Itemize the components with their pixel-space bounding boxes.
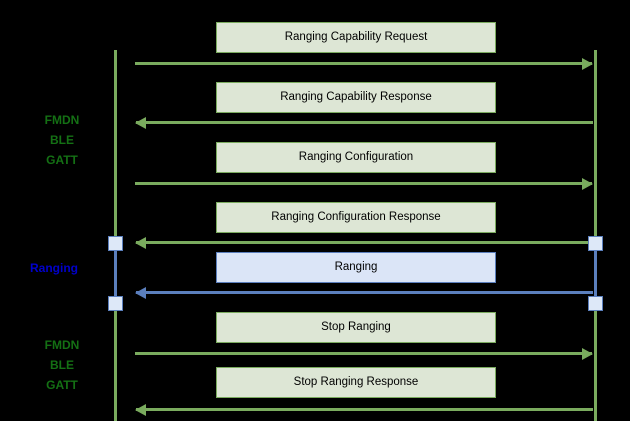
arrow-head-left-icon [135, 286, 146, 299]
phase-label-line: BLE [50, 133, 74, 147]
phase-label-line: GATT [46, 153, 78, 167]
phase-label-line: FMDN [44, 113, 80, 127]
message-arrow-stop-ranging [135, 347, 593, 360]
message-arrow-stop-ranging-response [135, 403, 593, 416]
arrow-head-right-icon [582, 177, 593, 190]
message-box-ranging-capability-response[interactable]: Ranging Capability Response [216, 82, 496, 113]
phase-label-ranging: Ranging [30, 258, 78, 278]
arrow-head-right-icon [582, 347, 593, 360]
phase-label-fmdn-ble-gatt-top: FMDN BLE GATT [27, 110, 97, 170]
message-box-ranging-capability-request[interactable]: Ranging Capability Request [216, 22, 496, 53]
message-box-stop-ranging[interactable]: Stop Ranging [216, 312, 496, 343]
phase-label-line: BLE [50, 358, 74, 372]
left-activation-spine [114, 240, 117, 306]
message-box-stop-ranging-response[interactable]: Stop Ranging Response [216, 367, 496, 398]
message-arrow-ranging-configuration-response [135, 236, 593, 249]
phase-label-line: Ranging [30, 261, 78, 275]
phase-label-fmdn-ble-gatt-bottom: FMDN BLE GATT [27, 335, 97, 395]
arrow-head-left-icon [135, 236, 146, 249]
arrow-head-left-icon [135, 116, 146, 129]
message-arrow-ranging [135, 286, 593, 299]
activation-box-right-bottom [588, 296, 603, 311]
phase-label-line: GATT [46, 378, 78, 392]
message-arrow-ranging-configuration [135, 177, 593, 190]
message-arrow-ranging-capability-request [135, 57, 593, 70]
message-box-ranging-configuration[interactable]: Ranging Configuration [216, 142, 496, 173]
message-box-ranging-configuration-response[interactable]: Ranging Configuration Response [216, 202, 496, 233]
activation-box-left-top [108, 236, 123, 251]
activation-box-right-top [588, 236, 603, 251]
message-box-ranging[interactable]: Ranging [216, 252, 496, 283]
right-lifeline [594, 50, 597, 421]
left-lifeline [114, 50, 117, 421]
message-arrow-ranging-capability-response [135, 116, 593, 129]
phase-label-line: FMDN [44, 338, 80, 352]
arrow-head-right-icon [582, 57, 593, 70]
arrow-head-left-icon [135, 403, 146, 416]
right-activation-spine [594, 240, 597, 306]
activation-box-left-bottom [108, 296, 123, 311]
